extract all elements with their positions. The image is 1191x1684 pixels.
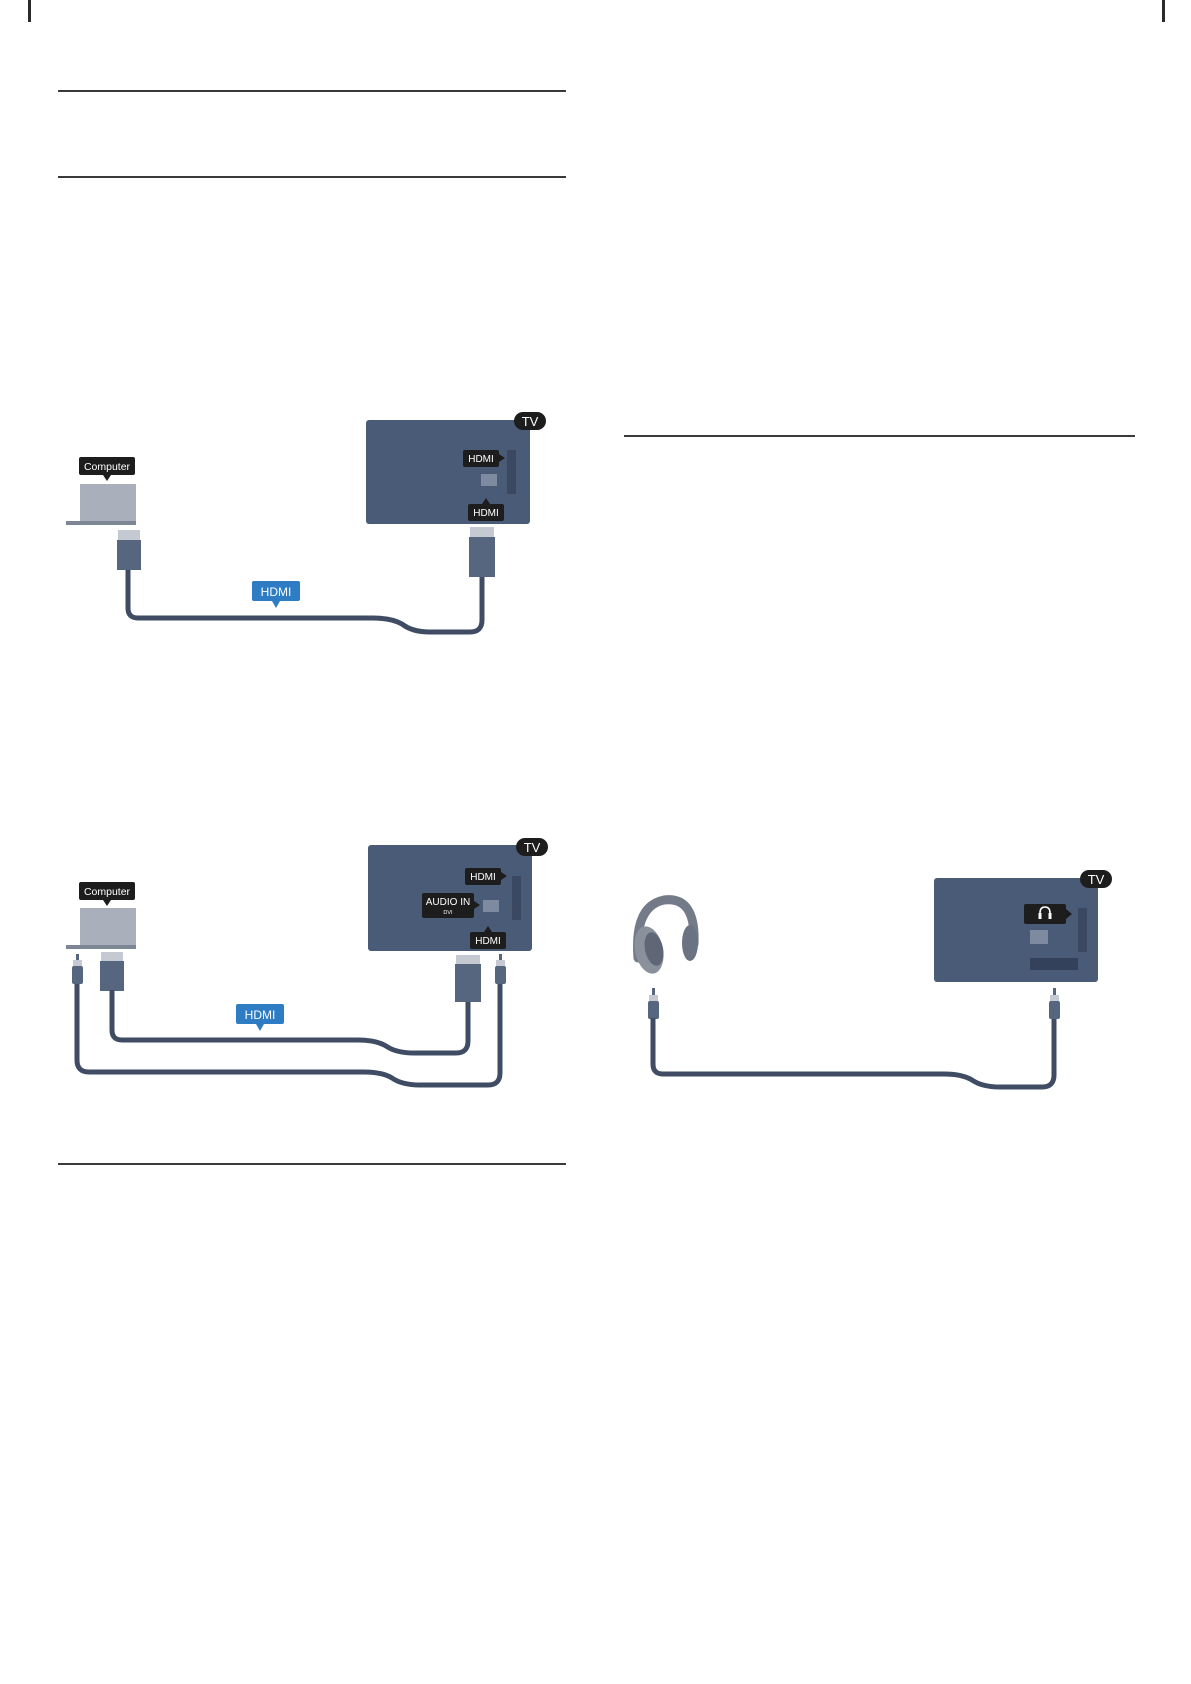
corner-mark-left [28,0,31,22]
computer-label: Computer [79,457,135,481]
audio-cable [74,984,503,1088]
hdmi-cable-label-text: HDMI [261,585,292,599]
tv-headphone-port-label [1024,904,1072,924]
tv-port-slot [481,474,497,486]
corner-mark-right [1162,0,1165,22]
section-rule-right [624,435,1135,437]
computer-label-text: Computer [84,461,131,473]
hdmi-cable [125,570,485,635]
hdmi-audio-connection-diagram: Computer HDMI TV HDMI AUDIO IN DVI [66,838,548,1088]
hdmi-cable-label: HDMI [236,1004,284,1031]
hdmi-plug-tv [455,955,481,1002]
tv-hdmi-port-label: HDMI [465,868,507,885]
headphone-icon [1038,906,1052,919]
computer-label-text: Computer [84,886,131,898]
tv-icon [366,420,530,524]
tv-badge-text: TV [524,840,541,855]
audio-in-sub-text: DVI [443,910,453,916]
hdmi-plug-computer [100,952,124,991]
hdmi-cable-label: HDMI [252,581,300,608]
computer-label: Computer [79,882,135,906]
hdmi-plug-computer [117,530,141,570]
tv-audio-in-label: AUDIO IN DVI [422,893,480,918]
tv-badge: TV [1080,870,1112,888]
section-rule-second [58,176,566,178]
tv-hdmi-port-label-text: HDMI [468,454,494,465]
audio-jack-tv [495,954,506,984]
section-rule-top [58,90,566,92]
tv-badge: TV [514,412,546,430]
tv-hdmi-plug-label: HDMI [468,498,504,521]
tv-hdmi-plug-label-text: HDMI [473,508,499,519]
laptop-icon [66,484,136,525]
headphones-icon [633,895,699,974]
tv-icon [934,878,1098,982]
audio-jack-headphones [648,988,659,1019]
tv-hdmi-plug-label: HDMI [470,926,506,949]
tv-badge-text: TV [1088,872,1105,887]
headphone-connection-diagram: TV [633,870,1112,1090]
tv-hdmi-port-label: HDMI [463,450,505,467]
laptop-icon [66,908,136,949]
tv-port-slot [483,900,499,912]
tv-hdmi-plug-label-text: HDMI [475,936,501,947]
hdmi-plug-tv [469,527,495,577]
audio-in-label-text: AUDIO IN [426,897,470,908]
tv-badge: TV [516,838,548,856]
audio-jack-tv [1049,988,1060,1019]
tv-badge-text: TV [522,414,539,429]
tv-hdmi-port-label-text: HDMI [470,872,496,883]
hdmi-cable-label-text: HDMI [245,1008,276,1022]
hdmi-connection-diagram: Computer HDMI TV HDMI HDMI [66,412,546,635]
headphone-cable [650,1018,1057,1090]
section-rule-bottom [58,1163,566,1165]
audio-jack-computer [72,954,83,984]
hdmi-cable [109,990,471,1056]
